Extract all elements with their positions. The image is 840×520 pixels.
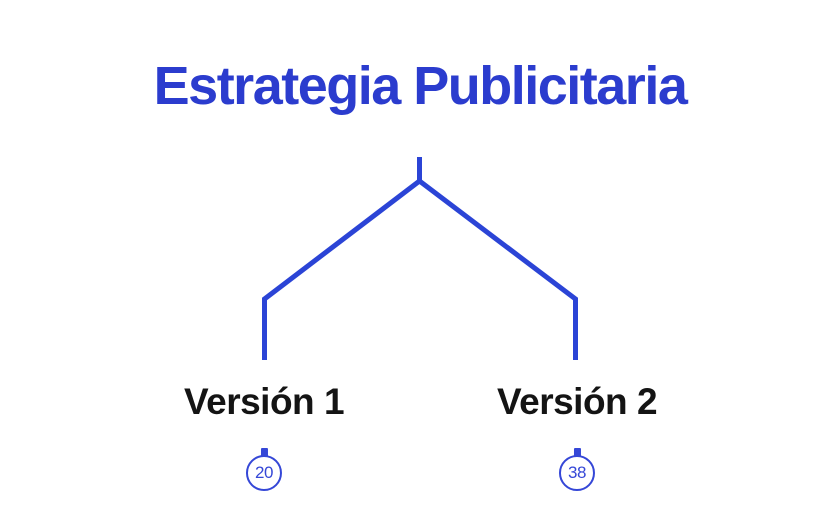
branch-value: 20	[255, 463, 273, 482]
stopwatch-knob	[573, 448, 581, 457]
stopwatch-circle: 38	[559, 455, 595, 491]
branch-value: 38	[568, 463, 586, 482]
stopwatch-icon: 20	[246, 448, 282, 491]
stopwatch-circle: 20	[246, 455, 282, 491]
branch-line-left	[262, 179, 422, 360]
page-title: Estrategia Publicitaria	[153, 56, 688, 116]
stopwatch-knob	[260, 448, 268, 457]
branch-line-right	[417, 179, 578, 360]
branch-label: Versión 2	[496, 381, 658, 422]
branch-node-version-2: Versión 2 38	[496, 380, 658, 491]
stopwatch-icon: 38	[559, 448, 595, 491]
branch-label: Versión 1	[183, 381, 345, 422]
branch-node-version-1: Versión 1 20	[183, 380, 345, 491]
